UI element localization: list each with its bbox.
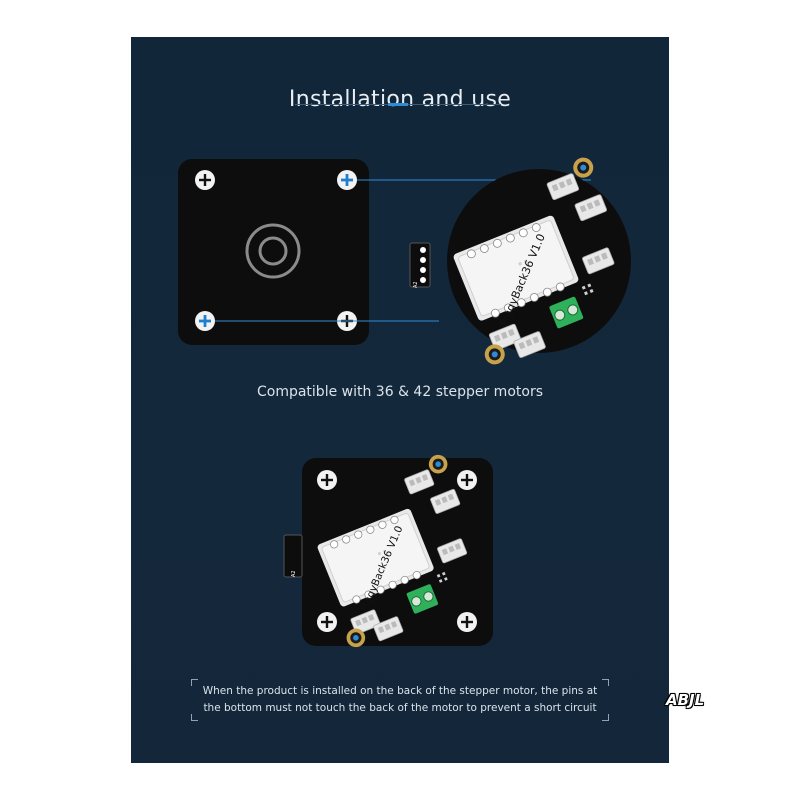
warning-line-1: When the product is installed on the bac…: [202, 685, 598, 697]
pin-label: A2: [413, 281, 419, 288]
stepper-motor-face: [178, 159, 369, 345]
frame-corner: [602, 679, 609, 686]
frame-corner: [191, 679, 198, 686]
warning-note: When the product is installed on the bac…: [191, 679, 609, 721]
piggyback-board-top: PiggyBack36 V1.0: [419, 141, 659, 381]
mount-hole-icon: [457, 470, 477, 490]
section-title: Installation and use: [288, 87, 512, 112]
mount-hole-icon: [317, 612, 337, 632]
mount-hole-icon: [457, 612, 477, 632]
mount-hole-icon: [317, 470, 337, 490]
stepper-motor-with-board: PiggyBack36 V1.0 A2: [283, 440, 509, 663]
piggyback-board-bottom: PiggyBack36 V1.0: [286, 440, 509, 663]
pin-label: A2: [291, 570, 297, 577]
title-divider-accent: [388, 103, 408, 106]
warning-text: When the product is installed on the bac…: [191, 683, 609, 717]
watermark-logo: ABJL: [666, 691, 705, 709]
warning-line-2: the bottom must not touch the back of th…: [203, 702, 597, 714]
mount-hole-icon: [195, 170, 215, 190]
mount-hole-icon: [195, 311, 215, 331]
illustration-layer: PiggyBack36 V1.0 A2 PiggyBack36 V1.0 A2: [178, 37, 669, 763]
compatibility-caption: Compatible with 36 & 42 stepper motors: [256, 384, 543, 400]
frame-corner: [191, 714, 198, 721]
frame-corner: [602, 714, 609, 721]
product-info-panel: Installation and use: [131, 37, 669, 763]
mount-hole-icon: [337, 170, 357, 190]
pin-header: [409, 242, 431, 288]
